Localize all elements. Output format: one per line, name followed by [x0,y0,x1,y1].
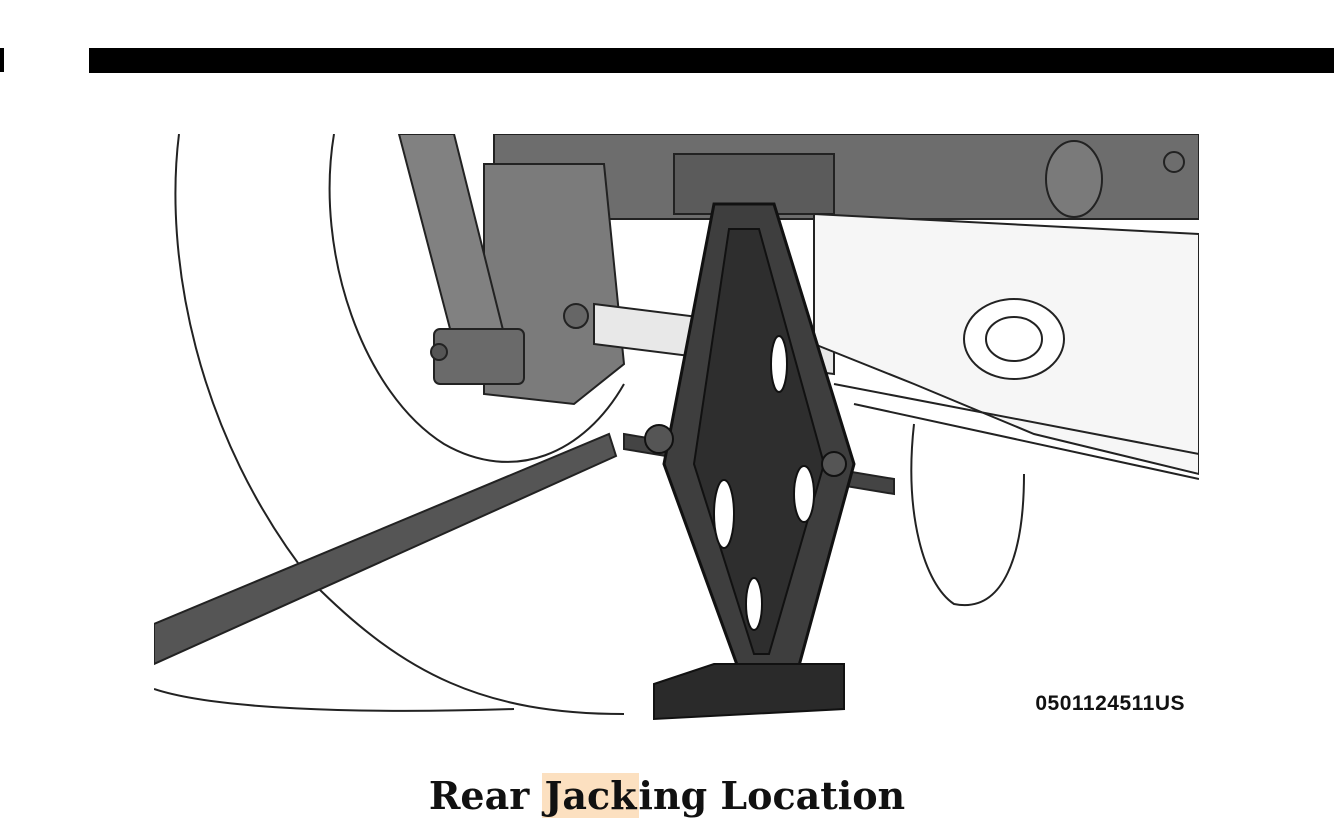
caption-text-before: Rear [428,773,543,818]
figure-caption: Rear Jacking Location [0,768,1334,824]
page-edge-mark [0,48,4,72]
jack-illustration: 0501124511US [154,134,1199,724]
caption-text-after: ing Location [638,773,906,818]
caption-highlight: Jack [542,773,639,818]
figure-id-label: 0501124511US [1035,692,1185,715]
header-rule [89,48,1334,73]
